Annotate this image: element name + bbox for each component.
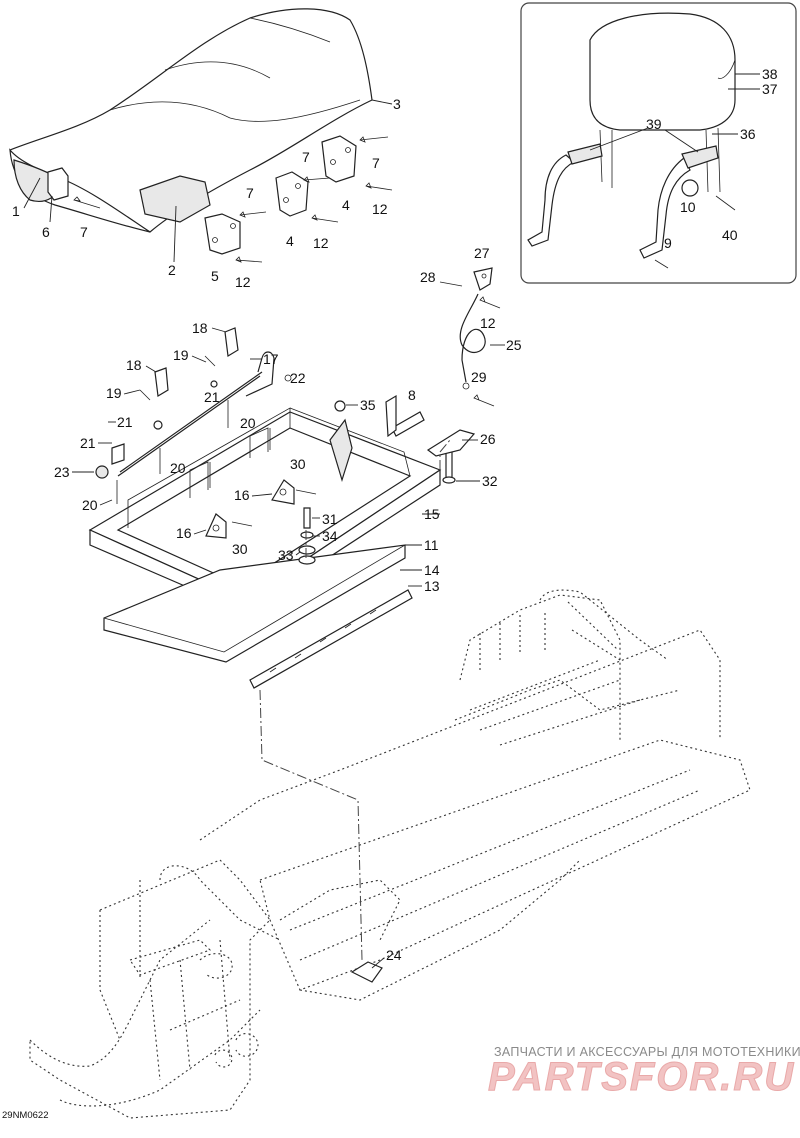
callout-20: 20 <box>240 415 256 431</box>
callout-18: 18 <box>192 320 208 336</box>
callout-32: 32 <box>482 473 498 489</box>
drawing-code: 29NM0622 <box>2 1110 48 1121</box>
callout-30: 30 <box>290 456 306 472</box>
callout-4b: 4 <box>286 233 294 249</box>
callout-17: 17 <box>263 351 279 367</box>
callout-21: 21 <box>204 389 220 405</box>
tray-rail-strip <box>249 569 422 689</box>
seat-bracket-4-upper <box>321 135 357 183</box>
callout-3: 3 <box>393 96 401 112</box>
callout-7: 7 <box>80 224 88 240</box>
callout-33: 33 <box>278 547 294 563</box>
screws-7-12 <box>73 136 501 407</box>
callout-13: 13 <box>424 578 440 594</box>
callout-7c: 7 <box>302 149 310 165</box>
callout-8: 8 <box>408 387 416 403</box>
callout-19b: 19 <box>106 385 122 401</box>
callout-25: 25 <box>506 337 522 353</box>
callout-14: 14 <box>424 562 440 578</box>
assembly-guide-lines <box>259 439 451 961</box>
callout-12b: 12 <box>313 235 329 251</box>
callout-2: 2 <box>168 262 176 278</box>
callout-24: 24 <box>386 947 402 963</box>
callout-labels: 1 6 7 2 3 7 7 7 4 4 5 12 12 12 12 27 28 … <box>12 66 778 963</box>
watermark-logo: PARTSFOR.RU <box>488 1055 795 1099</box>
callout-29: 29 <box>471 369 487 385</box>
callout-12: 12 <box>235 274 251 290</box>
callout-11: 11 <box>424 537 439 553</box>
callout-35: 35 <box>360 397 376 413</box>
callout-21b: 21 <box>117 414 133 430</box>
callout-10: 10 <box>680 199 696 215</box>
callout-1: 1 <box>12 203 20 219</box>
chassis-frame <box>29 589 751 1119</box>
callout-23: 23 <box>54 464 70 480</box>
watermark-tagline: ЗАПЧАСТИ И АКСЕССУАРЫ ДЛЯ МОТОТЕХНИКИ <box>494 1045 800 1059</box>
callout-22: 22 <box>290 370 306 386</box>
seat-bracket-4-lower <box>275 171 309 217</box>
callout-16b: 16 <box>176 525 192 541</box>
callout-9: 9 <box>664 235 672 251</box>
tether-cable <box>439 267 505 390</box>
callout-7d: 7 <box>372 155 380 171</box>
seat-assembly <box>9 8 393 233</box>
callout-30b: 30 <box>232 541 248 557</box>
latch-hardware <box>95 327 292 504</box>
seat-bracket-5 <box>204 213 241 255</box>
backrest-inset <box>520 2 797 284</box>
callout-36: 36 <box>740 126 756 142</box>
callout-5: 5 <box>211 268 219 284</box>
callout-31: 31 <box>322 511 338 527</box>
callout-40: 40 <box>722 227 738 243</box>
callout-18b: 18 <box>126 357 142 373</box>
callout-6: 6 <box>42 224 50 240</box>
callout-4: 4 <box>342 197 350 213</box>
callout-12d: 12 <box>480 315 496 331</box>
callout-20c: 20 <box>82 497 98 513</box>
callout-34: 34 <box>322 528 338 544</box>
callout-16: 16 <box>234 487 250 503</box>
tray-liner <box>103 544 422 663</box>
fastener-stack <box>298 394 476 565</box>
seat-bracket-6 <box>47 167 69 201</box>
callout-38: 38 <box>762 66 778 82</box>
callout-15: 15 <box>424 506 440 522</box>
callout-39: 39 <box>646 116 662 132</box>
callout-7b: 7 <box>246 185 254 201</box>
callout-21c: 21 <box>80 435 96 451</box>
callout-28: 28 <box>420 269 436 285</box>
callout-12c: 12 <box>372 201 388 217</box>
callout-37: 37 <box>762 81 778 97</box>
callout-26: 26 <box>480 431 496 447</box>
callout-27: 27 <box>474 245 490 261</box>
callout-20b: 20 <box>170 460 186 476</box>
callout-19: 19 <box>173 347 189 363</box>
watermark: ЗАПЧАСТИ И АКСЕССУАРЫ ДЛЯ МОТОТЕХНИКИ PA… <box>488 1045 800 1100</box>
